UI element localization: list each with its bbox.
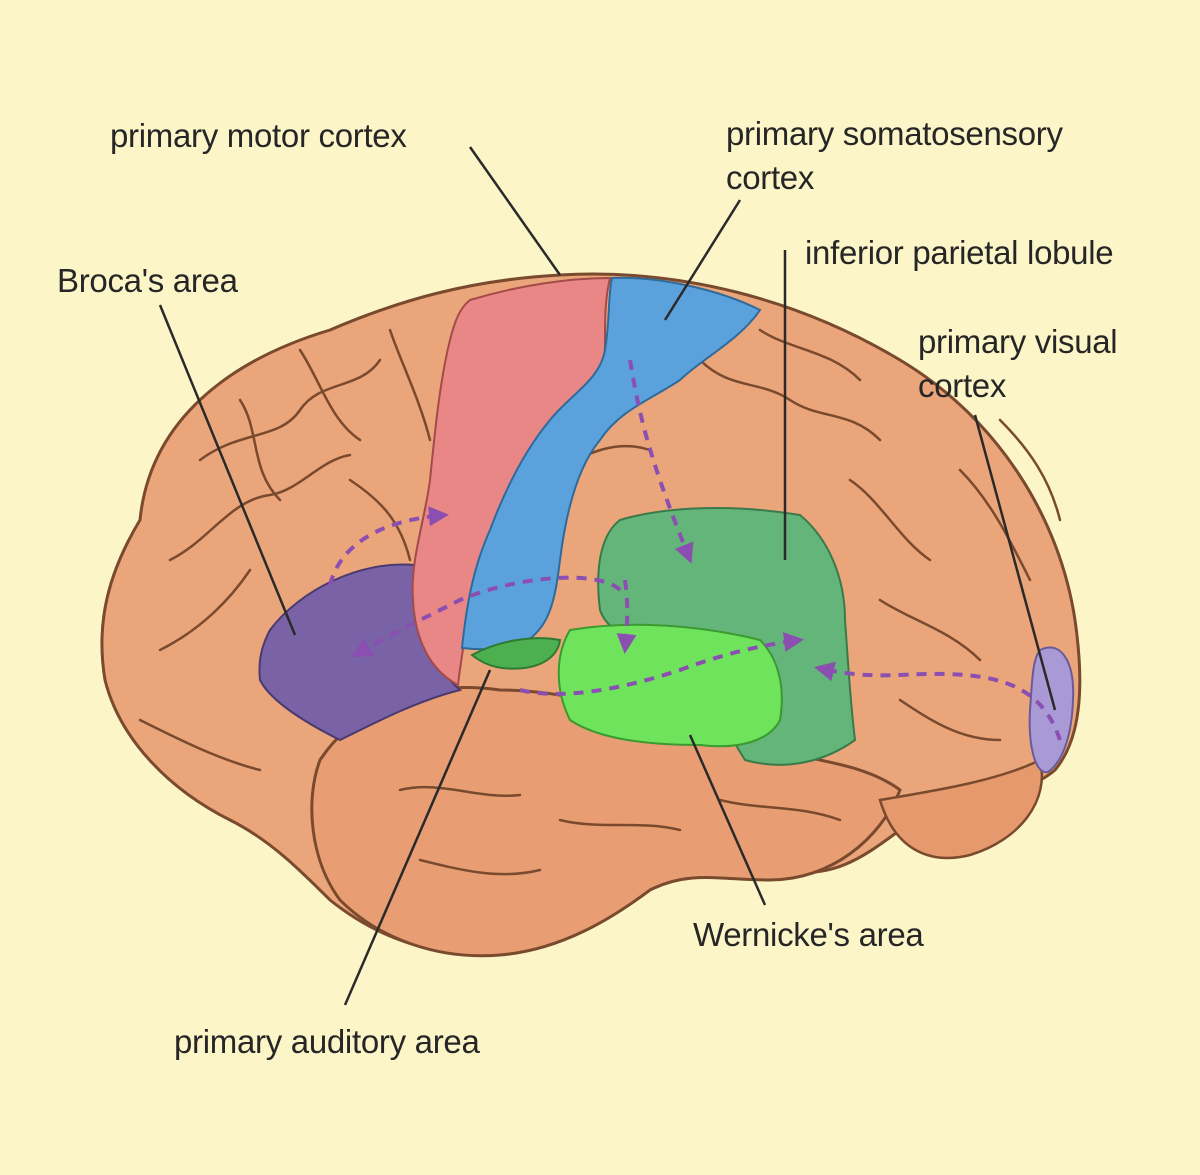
label-primary-visual-line1: primary visual [918, 323, 1118, 360]
leader-wernickes-area [688, 734, 767, 906]
label-primary-visual-cortex: primary visual cortex [918, 320, 1118, 408]
leader-primary-visual-cortex [973, 414, 1057, 711]
label-primary-visual-line2: cortex [918, 367, 1007, 404]
leader-primary-auditory-area [343, 669, 492, 1006]
pathway-arrows [328, 359, 1062, 741]
leader-primary-somatosensory-cortex [663, 199, 742, 321]
label-primary-auditory-area: primary auditory area [174, 1023, 480, 1060]
label-inferior-parietal-lobule: inferior parietal lobule [805, 234, 1114, 271]
label-primary-somatosensory-line1: primary somatosensory [726, 115, 1063, 152]
label-primary-somatosensory-line2: cortex [726, 159, 815, 196]
leader-brocas-area [158, 304, 297, 636]
primary-visual-cortex-region [1028, 646, 1075, 774]
label-primary-motor-cortex: primary motor cortex [110, 117, 407, 154]
wernickes-area-region [557, 623, 783, 748]
cerebellum [878, 758, 1044, 860]
leader-primary-motor-cortex [468, 146, 562, 276]
primary-somatosensory-cortex-region [460, 276, 762, 651]
label-primary-somatosensory-cortex: primary somatosensory cortex [726, 112, 1063, 200]
primary-auditory-area-region [470, 637, 562, 670]
label-brocas-area: Broca's area [57, 262, 238, 299]
sulci-texture [138, 328, 1062, 876]
leader-lines [158, 146, 1057, 1006]
label-wernickes-area: Wernicke's area [693, 916, 924, 953]
